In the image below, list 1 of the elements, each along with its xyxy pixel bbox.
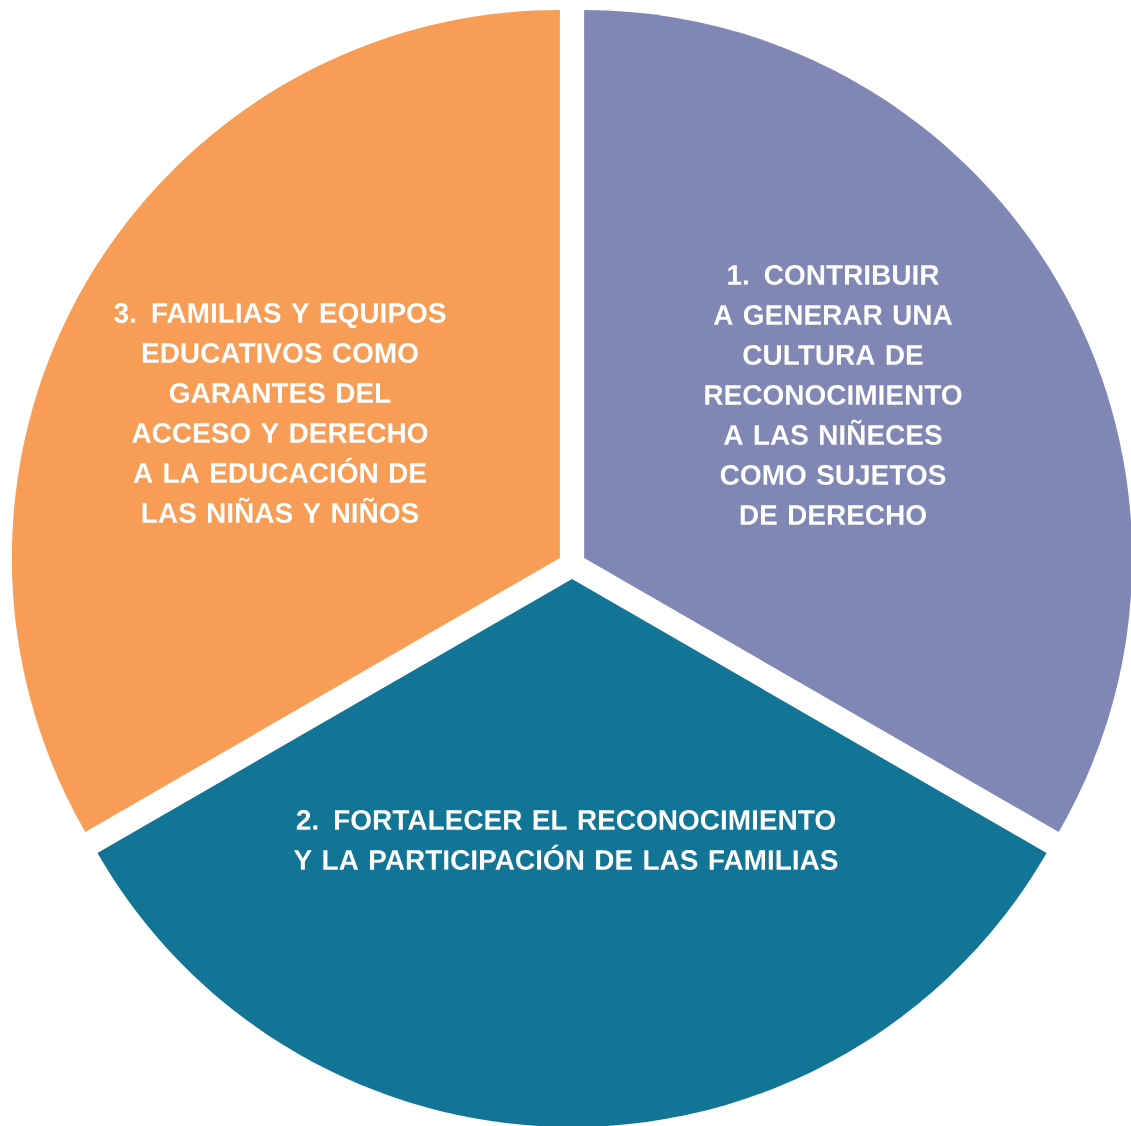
pie-sector: 2. FORTALECER EL RECONOCIMIENTO Y LA PARTICIPACIÓN DE LAS FAMILIAS	[97, 579, 1047, 1126]
